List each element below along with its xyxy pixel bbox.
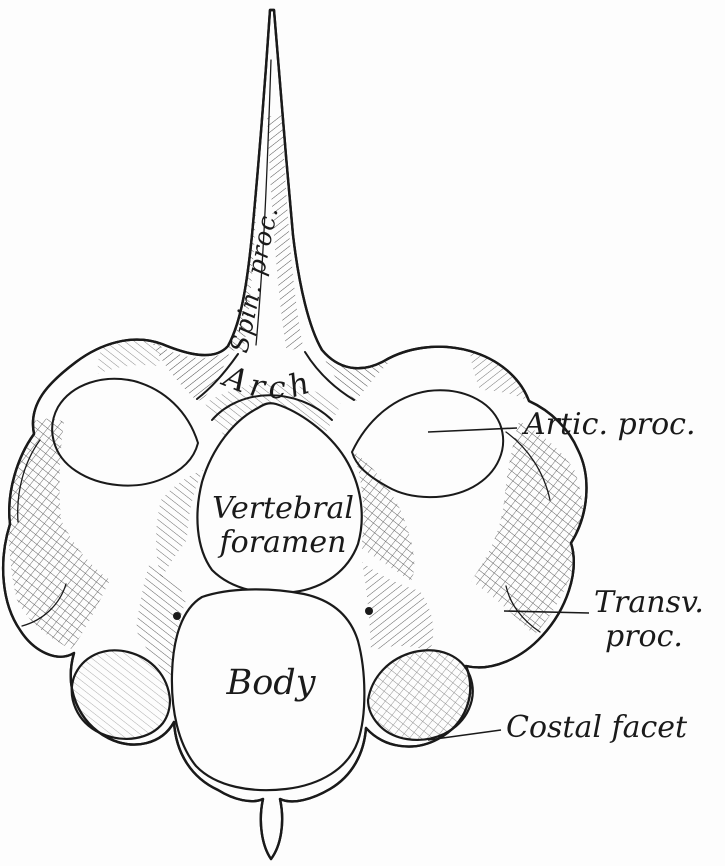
- costal-facet-leader-line: [427, 729, 502, 741]
- label-transv-proc-line1: Transv.: [594, 585, 704, 620]
- costal-facet-right-shape: [366, 649, 474, 741]
- label-artic-proc: Artic. proc.: [521, 407, 695, 442]
- articular-process-left-shape: [51, 377, 199, 487]
- label-costal-facet: Costal facet: [506, 710, 688, 745]
- vertebral-body-shape: [170, 588, 366, 792]
- label-body: Body: [226, 663, 317, 703]
- label-vertebral-foramen-line2: foramen: [218, 525, 347, 560]
- articular-process-right-shape: [351, 389, 505, 499]
- nutrient-foramen-dot-left: [173, 612, 181, 620]
- label-vertebral-foramen-line1: Vertebral: [212, 491, 354, 526]
- costal-facet-left-shape: [70, 649, 172, 740]
- transv-proc-leader-line: [503, 610, 590, 614]
- nutrient-foramen-dot-right: [365, 607, 373, 615]
- vertebral-foramen-shape: [196, 402, 363, 595]
- label-transv-proc-line2: proc.: [605, 619, 683, 654]
- artic-proc-leader-line: [427, 427, 518, 433]
